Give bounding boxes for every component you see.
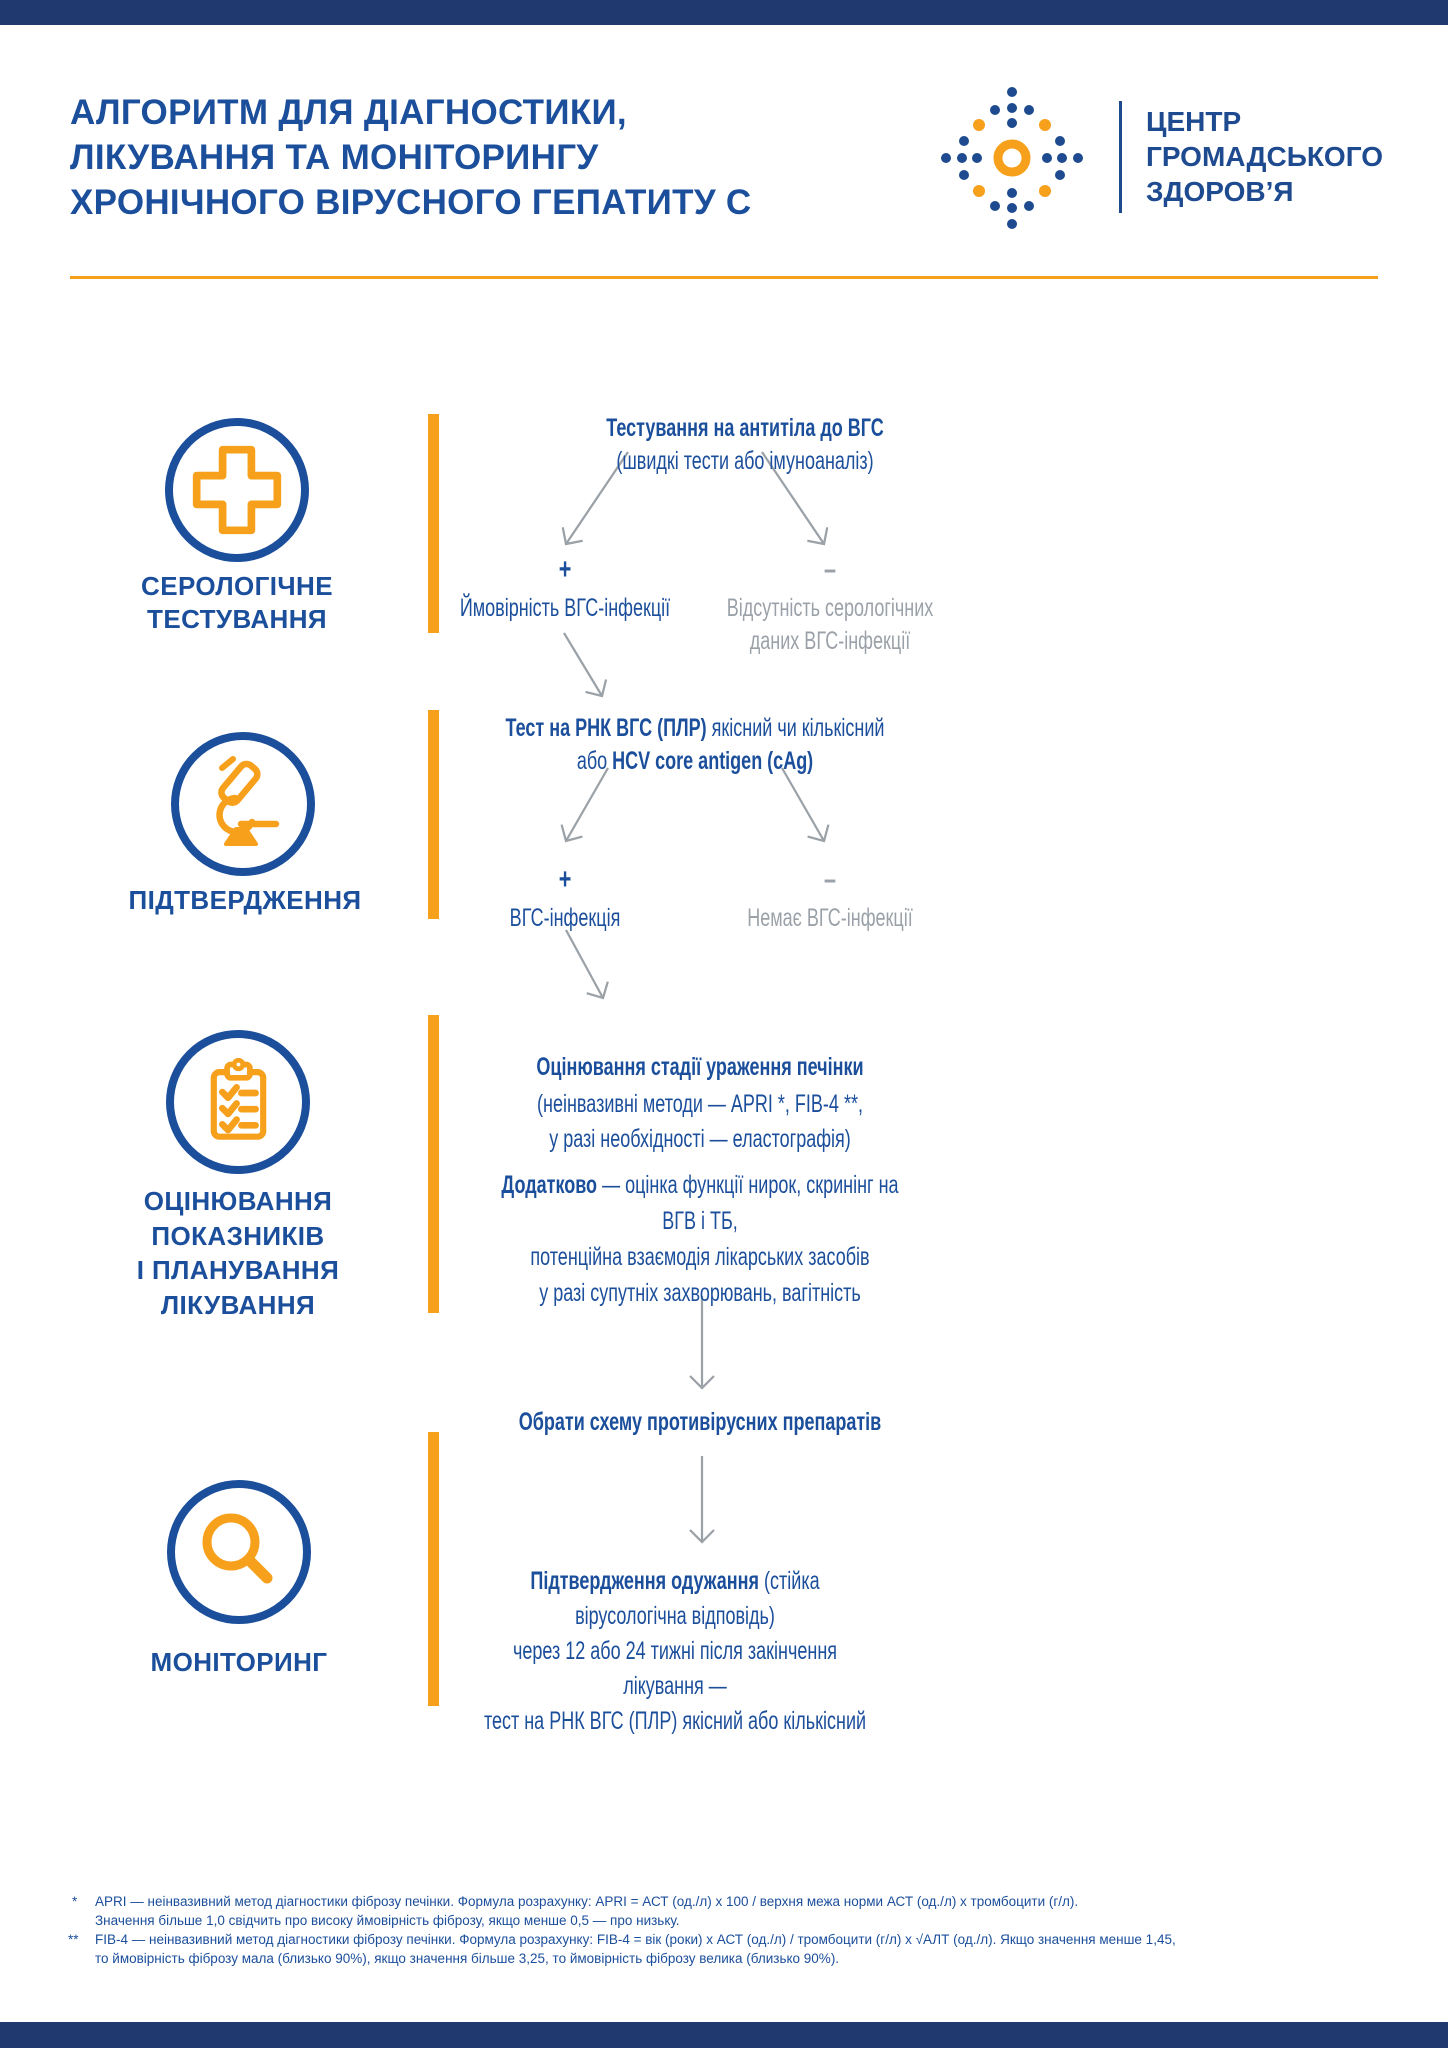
logo-text-line: ЦЕНТР: [1146, 106, 1242, 137]
section-confirmation-badge: [171, 732, 315, 876]
logo-text: ЦЕНТР ГРОМАДСЬКОГО ЗДОРОВ’Я: [1146, 104, 1383, 209]
step5-title: Підтвердження одужання (стійка вірусолог…: [530, 1567, 820, 1630]
step2-title-line1: Тест на РНК ВГС (ПЛР) якісний чи кількіс…: [505, 714, 885, 742]
section-bar-monitoring: [428, 1432, 439, 1706]
step3-additional: Додатково — оцінка функції нирок, скрині…: [501, 1171, 899, 1307]
step1-negative-branch: – Відсутність серологічних даних ВГС-інф…: [722, 552, 938, 658]
section-label-line: МОНІТОРИНГ: [150, 1647, 328, 1677]
minus-sign: –: [823, 863, 837, 896]
footnote-line: то ймовірність фіброзу мала (близько 90%…: [95, 1950, 840, 1966]
section-monitoring-badge: [167, 1480, 311, 1624]
footnote-marker: *: [72, 1894, 78, 1909]
clipboard-checklist-icon: [191, 1055, 286, 1150]
section-monitoring-label: МОНІТОРИНГ: [89, 1646, 389, 1679]
step1-title: Тестування на антитіла до ВГС: [606, 414, 884, 442]
page-title-line: АЛГОРИТМ ДЛЯ ДІАГНОСТИКИ,: [70, 93, 627, 132]
section-evaluation-badge: [166, 1030, 310, 1174]
step1-subtitle: (швидкі тести або імуноаналіз): [616, 447, 874, 475]
plus-sign: +: [558, 553, 572, 586]
logo-text-line: ЗДОРОВ’Я: [1146, 176, 1294, 207]
section-confirmation-label: ПІДТВЕРДЖЕННЯ: [95, 884, 395, 917]
page-title: АЛГОРИТМ ДЛЯ ДІАГНОСТИКИ, ЛІКУВАННЯ ТА М…: [70, 90, 752, 225]
logo-dots-icon: [932, 78, 1092, 238]
step2-negative-label: Немає ВГС-інфекції: [747, 904, 913, 932]
footnote-line: FIB-4 — неінвазивний метод діагностики ф…: [95, 1932, 1176, 1947]
footnote-line: APRI — неінвазивний метод діагностики фі…: [95, 1894, 1079, 1909]
step2-title-line2: або HCV core antigen (cAg): [576, 747, 814, 775]
section-label-line: ЛІКУВАННЯ: [160, 1289, 316, 1320]
step3-methods: (неінвазивні методи — APRI *, FIB-4 **, …: [537, 1090, 863, 1153]
step1-negative-label: Відсутність серологічних даних ВГС-інфек…: [726, 594, 934, 655]
step4-choose-regimen: Обрати схему противірусних препаратів: [518, 1408, 882, 1436]
section-label-line: ПОКАЗНИКІВ: [151, 1220, 325, 1251]
step2-positive-label: ВГС-інфекція: [509, 904, 621, 932]
section-label-line: І ПЛАНУВАННЯ: [136, 1255, 340, 1285]
section-bar-serology: [428, 414, 439, 633]
step2-negative-branch: – Немає ВГС-інфекції: [722, 862, 938, 935]
arrow-step1-negative: [761, 451, 829, 546]
footnote-marker: **: [68, 1932, 79, 1947]
microscope-icon: [193, 754, 293, 854]
section-label-line: ТЕСТУВАННЯ: [147, 604, 327, 634]
plus-sign: +: [558, 863, 572, 896]
section-label-line: СЕРОЛОГІЧНЕ: [141, 571, 333, 601]
magnifier-icon: [189, 1502, 289, 1602]
section-label-line: ПІДТВЕРДЖЕННЯ: [128, 885, 362, 915]
footnote-line: Значення більше 1,0 свідчить про високу …: [95, 1912, 680, 1928]
header-rule: [70, 276, 1378, 279]
section-label-line: ОЦІНЮВАННЯ: [143, 1186, 333, 1216]
arrow-step2-negative: [781, 767, 830, 843]
step1-antibody-test: Тестування на антитіла до ВГС (швидкі те…: [543, 412, 946, 478]
footnote-fib4: ** FIB-4 — неінвазивний метод діагностик…: [68, 1931, 1176, 1968]
step1-positive-branch: + Ймовірність ВГС-інфекції: [457, 552, 673, 625]
medical-cross-icon: [189, 442, 285, 538]
step3-title: Оцінювання стадії ураження печінки: [536, 1053, 864, 1081]
arrow-to-step2: [563, 632, 608, 698]
footnote-apri: * APRI — неінвазивний метод діагностики …: [72, 1893, 1078, 1930]
arrow-step2-positive: [560, 767, 609, 843]
logo-text-line: ГРОМАДСЬКОГО: [1146, 141, 1383, 172]
step5-cure-confirmation: Підтвердження одужання (стійка вірусолог…: [473, 1564, 876, 1739]
page-title-line: ЛІКУВАННЯ ТА МОНІТОРИНГУ: [70, 138, 599, 177]
section-evaluation-label: ОЦІНЮВАННЯ ПОКАЗНИКІВ І ПЛАНУВАННЯ ЛІКУВ…: [88, 1184, 388, 1322]
page-title-line: ХРОНІЧНОГО ВІРУСНОГО ГЕПАТИТУ С: [70, 183, 752, 222]
arrow-step1-positive: [561, 451, 629, 546]
section-serology-badge: [165, 418, 309, 562]
minus-sign: –: [823, 553, 837, 586]
step2-positive-branch: + ВГС-інфекція: [457, 862, 673, 935]
top-navy-band: [0, 0, 1448, 25]
logo-divider: [1119, 101, 1122, 213]
section-serology-label: СЕРОЛОГІЧНЕ ТЕСТУВАННЯ: [87, 570, 387, 636]
bottom-navy-band: [0, 2022, 1448, 2048]
step1-positive-label: Ймовірність ВГС-інфекції: [459, 594, 671, 622]
step3-liver-assessment: Оцінювання стадії ураження печінки (неін…: [498, 1051, 901, 1311]
section-bar-evaluation: [428, 1015, 439, 1313]
section-bar-confirmation: [428, 710, 439, 919]
arrow-to-step3: [565, 929, 609, 1000]
step2-rna-test: Тест на РНК ВГС (ПЛР) якісний чи кількіс…: [493, 712, 896, 778]
